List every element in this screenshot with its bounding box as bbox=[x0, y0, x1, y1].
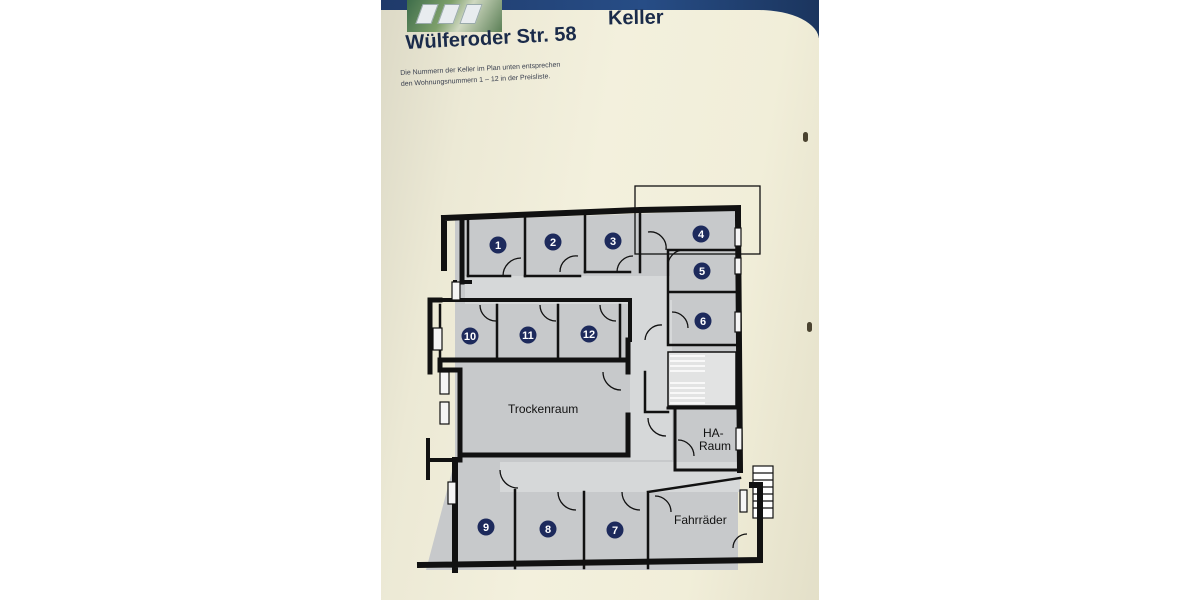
cellar-number: 1 bbox=[495, 240, 501, 252]
cellar-badge-circle bbox=[539, 520, 557, 538]
cellar-badge-5: 5 bbox=[693, 262, 711, 280]
cellar-badge-9: 9 bbox=[477, 518, 495, 536]
room-trockenraum: Trockenraum bbox=[508, 402, 578, 416]
highlight-box bbox=[634, 185, 761, 255]
cellar-number: 10 bbox=[464, 331, 476, 343]
cellar-badge-8: 8 bbox=[539, 520, 557, 538]
cellar-number: 5 bbox=[699, 266, 705, 278]
cellar-badge-circle bbox=[580, 325, 598, 343]
cellar-badge-7: 7 bbox=[606, 521, 624, 539]
cellar-badge-6: 6 bbox=[694, 312, 712, 330]
stairs bbox=[667, 351, 737, 407]
cellar-badge-circle bbox=[693, 262, 711, 280]
cellar-badge-circle bbox=[692, 225, 710, 243]
room-ha-line2: Raum bbox=[699, 439, 731, 453]
cellar-badge-circle bbox=[694, 312, 712, 330]
cellar-badge-circle bbox=[519, 326, 537, 344]
cellar-number: 2 bbox=[550, 237, 556, 249]
binder-hole-bottom bbox=[807, 322, 812, 332]
corridor bbox=[465, 276, 740, 492]
cellar-badge-circle bbox=[477, 518, 495, 536]
cellar-number: 8 bbox=[545, 524, 551, 536]
cellar-badge-12: 12 bbox=[580, 325, 598, 343]
cellar-number: 6 bbox=[700, 316, 706, 328]
cellar-number: 11 bbox=[522, 330, 534, 342]
cellar-badge-3: 3 bbox=[604, 232, 622, 250]
cellar-number: 12 bbox=[583, 329, 595, 341]
cellar-badge-4: 4 bbox=[692, 225, 710, 243]
cellar-badge-circle bbox=[606, 521, 624, 539]
doors bbox=[479, 231, 748, 549]
cellar-number: 4 bbox=[698, 229, 705, 241]
walls bbox=[416, 204, 763, 573]
cellar-badge-11: 11 bbox=[519, 326, 537, 344]
cellar-badge-1: 1 bbox=[489, 236, 507, 254]
cellar-number: 9 bbox=[483, 522, 489, 534]
cellar-badge-circle bbox=[489, 236, 507, 254]
room-ha-line1: HA- bbox=[703, 426, 724, 440]
cellar-badge-circle bbox=[544, 233, 562, 251]
binder-hole-top bbox=[803, 132, 808, 142]
cellar-badge-circle bbox=[604, 232, 622, 250]
cellar-number: 3 bbox=[610, 236, 616, 248]
room-fahrraeder: Fahrräder bbox=[674, 513, 727, 527]
cellar-badge-circle bbox=[461, 327, 479, 345]
cellar-badge-2: 2 bbox=[544, 233, 562, 251]
building-thumbnail bbox=[407, 0, 502, 32]
cellar-number: 7 bbox=[612, 525, 618, 537]
cellar-badge-10: 10 bbox=[461, 327, 479, 345]
windows bbox=[432, 227, 748, 513]
